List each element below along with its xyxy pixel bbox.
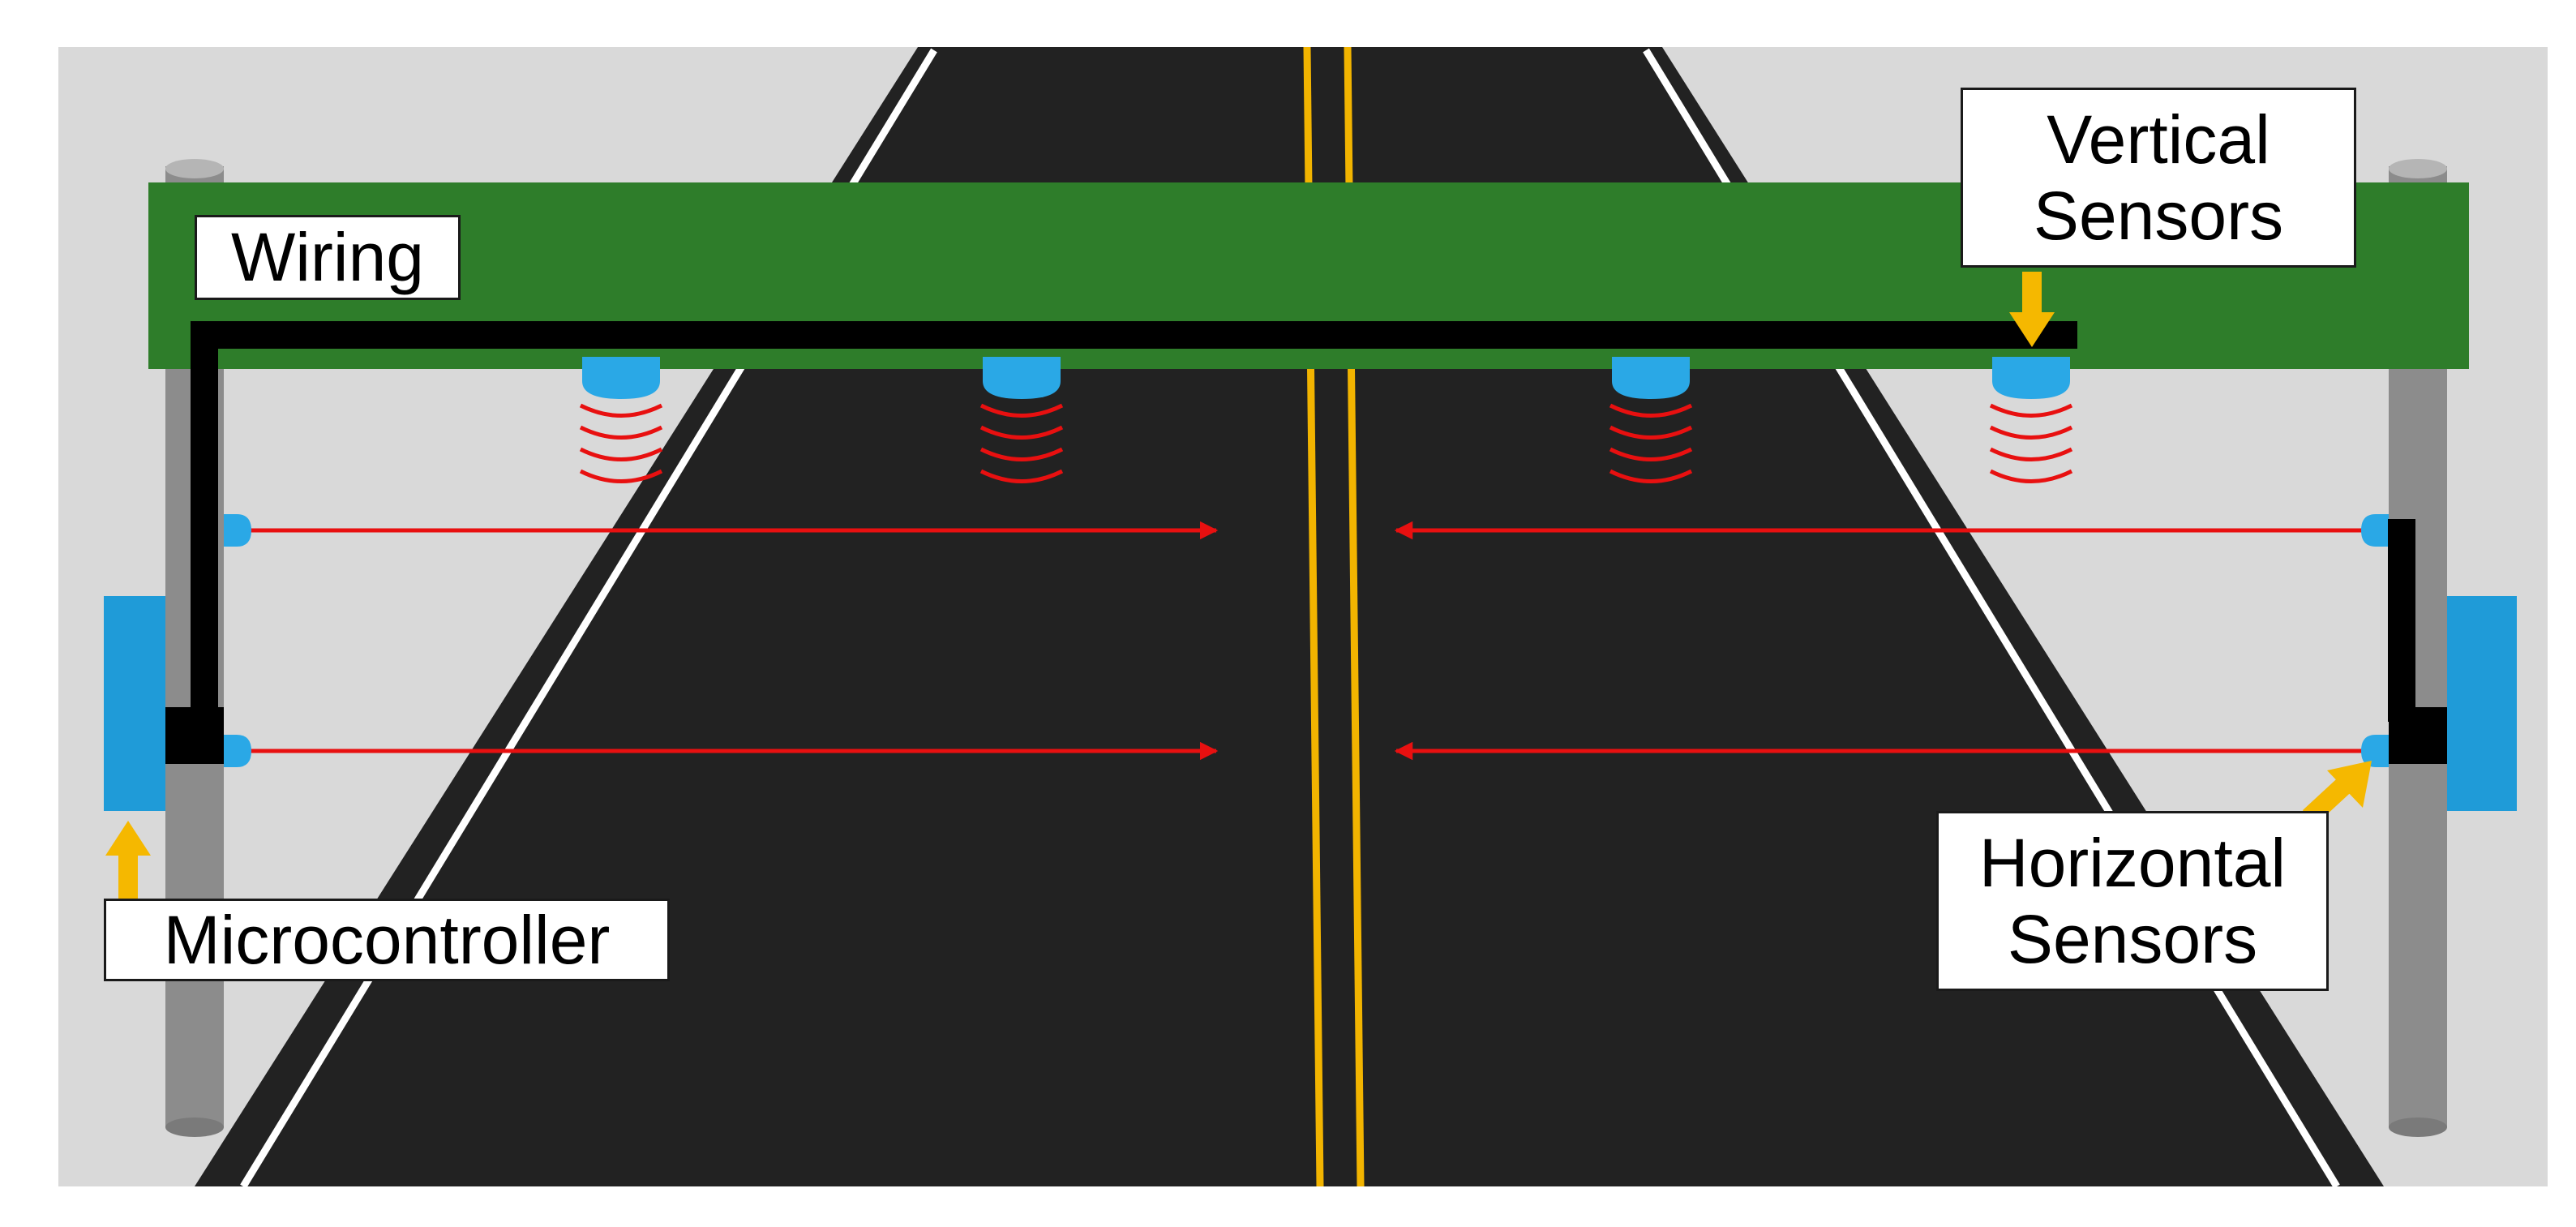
wiring-label: Wiring bbox=[195, 215, 461, 300]
wiring-label-text: Wiring bbox=[230, 219, 424, 296]
vertical-sensors-label-line2: Sensors bbox=[2033, 178, 2284, 254]
vertical-sensor-4 bbox=[1992, 357, 2070, 399]
horizontal-sensor-left-upper bbox=[224, 514, 251, 547]
wiring-cable bbox=[191, 321, 2415, 722]
vertical-sensor-3 bbox=[1612, 357, 1690, 399]
arrow-icon bbox=[105, 821, 151, 899]
arrow-icon bbox=[2009, 272, 2055, 347]
vertical-sensors-label-line1: Vertical bbox=[2047, 101, 2270, 178]
vertical-sensors-label: Vertical Sensors bbox=[1961, 88, 2356, 268]
microcontroller-label-text: Microcontroller bbox=[163, 901, 611, 978]
horizontal-sensor-left-lower bbox=[224, 735, 251, 767]
horizontal-sensors-label-line2: Sensors bbox=[2007, 901, 2258, 977]
microcontroller-right bbox=[2447, 596, 2517, 811]
horizontal-sensors-label-line1: Horizontal bbox=[1978, 824, 2287, 901]
signal-waves-icon bbox=[979, 403, 1064, 483]
horizontal-sensors-label: Horizontal Sensors bbox=[1936, 811, 2329, 991]
horizontal-sensor-right-upper bbox=[2361, 514, 2389, 547]
signal-waves-icon bbox=[1989, 403, 2073, 483]
wiring-junction-left bbox=[164, 707, 224, 764]
horizontal-sensor-right-lower bbox=[2361, 735, 2389, 767]
microcontroller-label: Microcontroller bbox=[104, 899, 670, 981]
vertical-sensor-1 bbox=[582, 357, 660, 399]
microcontroller-left bbox=[104, 596, 165, 811]
signal-waves-icon bbox=[579, 403, 663, 483]
wiring-junction-right bbox=[2389, 707, 2449, 764]
signal-waves-icon bbox=[1609, 403, 1693, 483]
vertical-sensor-2 bbox=[983, 357, 1061, 399]
